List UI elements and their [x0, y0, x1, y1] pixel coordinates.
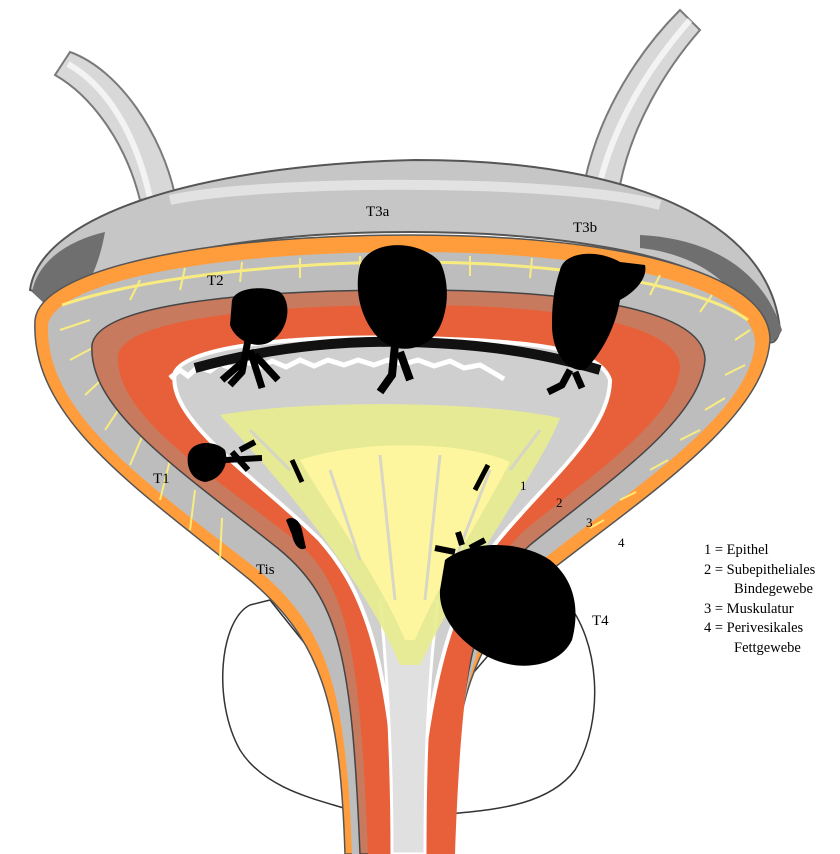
- label-t3a: T3a: [366, 204, 390, 220]
- label-t3b: T3b: [573, 220, 597, 236]
- layer-legend: 1 = Epithel 2 = Subepitheliales Bindegew…: [704, 541, 840, 658]
- label-t1: T1: [153, 471, 170, 487]
- legend-line-perivesical: 4 = Perivesikales: [704, 619, 840, 639]
- layer-number-4: 4: [618, 535, 625, 550]
- layer-number-2: 2: [556, 495, 563, 510]
- legend-line-epithel: 1 = Epithel: [704, 541, 840, 561]
- layer-number-1: 1: [520, 478, 527, 493]
- right-ureter: [585, 10, 700, 185]
- legend-line-subepithelial-cont: Bindegewebe: [704, 580, 840, 600]
- legend-line-subepithelial: 2 = Subepitheliales: [704, 561, 840, 581]
- label-tis: Tis: [256, 562, 275, 578]
- label-t4: T4: [592, 613, 609, 629]
- layer-number-3: 3: [586, 515, 593, 530]
- left-ureter: [55, 52, 175, 200]
- label-t2: T2: [207, 273, 224, 289]
- legend-line-muscle: 3 = Muskulatur: [704, 600, 840, 620]
- legend-line-perivesical-cont: Fettgewebe: [704, 639, 840, 659]
